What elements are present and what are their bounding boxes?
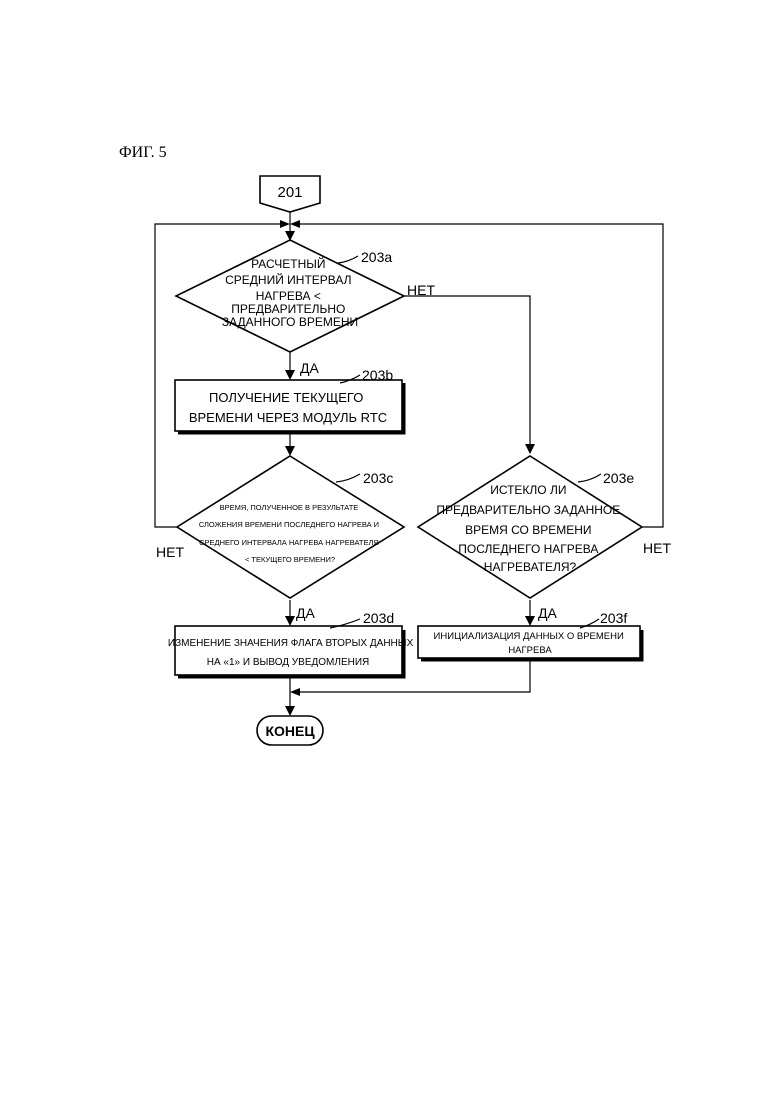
decision-203c-line: СРЕДНЕГО ИНТЕРВАЛА НАГРЕВА НАГРЕВАТЕЛЯ <box>199 538 379 547</box>
arrowhead-to-203c <box>285 446 295 456</box>
decision-203a-line: ЗАДАННОГО ВРЕМЕНИ <box>222 315 358 329</box>
edge-label-203c-yes: ДА <box>296 605 315 621</box>
decision-203a-line: СРЕДНИЙ ИНТЕРВАЛ <box>225 272 351 287</box>
ref-leader-203c <box>336 474 360 482</box>
decision-203a: РАСЧЕТНЫЙ СРЕДНИЙ ИНТЕРВАЛ НАГРЕВА < ПРЕ… <box>176 240 404 352</box>
start-label: 201 <box>277 184 302 201</box>
ref-label-203d: 203d <box>363 610 394 626</box>
process-203b-line: ПОЛУЧЕНИЕ ТЕКУЩЕГО <box>209 390 363 405</box>
ref-label-203f: 203f <box>600 610 627 626</box>
decision-203a-line: ПРЕДВАРИТЕЛЬНО <box>231 302 345 316</box>
edge-label-203a-no: НЕТ <box>407 282 435 298</box>
decision-203e: ИСТЕКЛО ЛИ ПРЕДВАРИТЕЛЬНО ЗАДАННОЕ ВРЕМЯ… <box>418 456 642 598</box>
end-terminator: КОНЕЦ <box>257 716 323 745</box>
ref-label-203a: 203a <box>361 249 392 265</box>
arrowhead-to-203b <box>285 370 295 380</box>
decision-203c: ВРЕМЯ, ПОЛУЧЕННОЕ В РЕЗУЛЬТАТЕ СЛОЖЕНИЯ … <box>177 456 404 598</box>
edge-label-203a-yes: ДА <box>300 360 319 376</box>
arrowhead-to-203f <box>525 616 535 626</box>
arrowhead-left-loop <box>280 220 290 228</box>
start-node-201: 201 <box>260 176 320 212</box>
decision-203e-line: ПОСЛЕДНЕГО НАГРЕВА <box>458 542 598 556</box>
arrowhead-to-end <box>285 706 295 716</box>
arrowhead-to-203e <box>525 444 535 454</box>
arrowhead-merge <box>290 688 300 696</box>
decision-203c-line: СЛОЖЕНИЯ ВРЕМЕНИ ПОСЛЕДНЕГО НАГРЕВА И <box>199 520 379 529</box>
decision-203e-line: НАГРЕВАТЕЛЯ? <box>484 560 577 574</box>
arrowhead-to-203d <box>285 616 295 626</box>
decision-203e-line: ИСТЕКЛО ЛИ <box>490 483 566 497</box>
edge-label-203e-yes: ДА <box>538 605 557 621</box>
edge-label-203c-no: НЕТ <box>156 544 184 560</box>
ref-label-203c: 203c <box>363 470 393 486</box>
process-203b-line: ВРЕМЕНИ ЧЕРЕЗ МОДУЛЬ RTC <box>189 410 387 425</box>
decision-203e-line: ВРЕМЯ СО ВРЕМЕНИ <box>465 523 591 537</box>
decision-203c-line: ВРЕМЯ, ПОЛУЧЕННОЕ В РЕЗУЛЬТАТЕ <box>220 503 359 512</box>
ref-leader-203a <box>338 256 358 263</box>
ref-leader-203e <box>578 474 601 482</box>
decision-203a-line: НАГРЕВА < <box>256 289 321 303</box>
process-203d-line: НА «1» И ВЫВОД УВЕДОМЛЕНИЯ <box>207 657 370 668</box>
process-203f-line: ИНИЦИАЛИЗАЦИЯ ДАННЫХ О ВРЕМЕНИ <box>434 631 624 642</box>
process-203f-line: НАГРЕВА <box>508 645 552 656</box>
end-label: КОНЕЦ <box>265 723 315 739</box>
arrowhead-right-loop <box>290 220 300 228</box>
process-203d-line: ИЗМЕНЕНИЕ ЗНАЧЕНИЯ ФЛАГА ВТОРЫХ ДАННЫХ <box>168 638 414 649</box>
figure-title: ФИГ. 5 <box>119 144 167 161</box>
ref-label-203b: 203b <box>362 367 393 383</box>
edge-203a-no <box>404 296 530 452</box>
decision-203c-line: < ТЕКУЩЕГО ВРЕМЕНИ? <box>245 555 335 564</box>
decision-203e-line: ПРЕДВАРИТЕЛЬНО ЗАДАННОЕ <box>436 503 620 517</box>
edge-label-203e-no: НЕТ <box>643 540 671 556</box>
ref-label-203e: 203e <box>603 470 634 486</box>
edge-labels: ДА НЕТ ДА НЕТ ДА НЕТ <box>156 282 671 621</box>
decision-203a-line: РАСЧЕТНЫЙ <box>251 256 325 271</box>
